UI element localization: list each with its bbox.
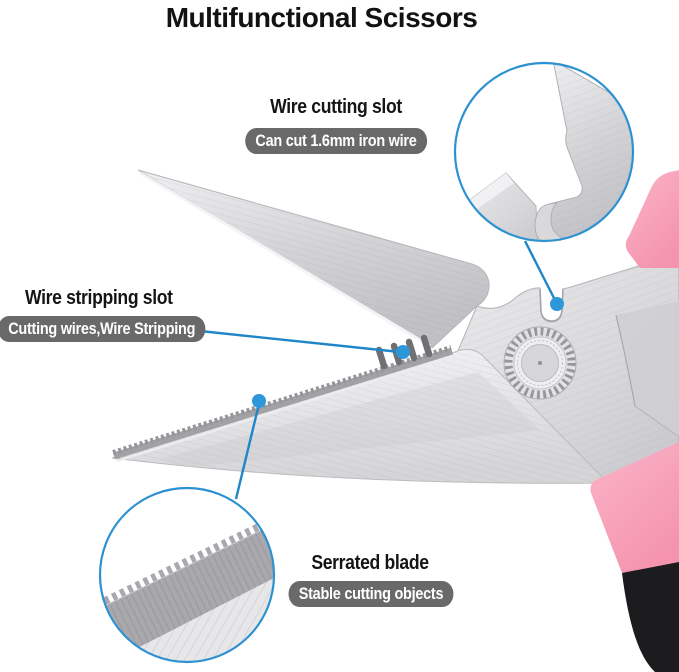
leader-line-wire-cutting <box>523 240 558 303</box>
zoom-serration-teeth <box>100 519 269 609</box>
serrated-heading: Serrated blade <box>311 552 429 574</box>
serrated-pill: Stable cutting objects <box>288 581 454 607</box>
wire-stripping-pill: Cutting wires,Wire Stripping <box>0 316 206 342</box>
wire-stripping-heading: Wire stripping slot <box>25 287 173 309</box>
wire-cutting-pill: Can cut 1.6mm iron wire <box>245 128 427 154</box>
lower-handle-pink <box>590 442 679 573</box>
upper-handle-pink <box>625 170 679 268</box>
pivot-screw <box>503 326 577 400</box>
handle-hole-bevel <box>616 301 679 437</box>
wire-cutting-slot <box>539 288 564 322</box>
leader-line-serrated <box>234 403 261 500</box>
top-blade <box>137 169 490 349</box>
zoom-slot-tab <box>534 202 563 241</box>
serrated-edge <box>112 347 454 460</box>
leader-dots <box>252 297 564 408</box>
leader-line-wire-stripping <box>199 329 401 354</box>
serration-teeth <box>112 345 452 455</box>
top-blade-cutting-edge <box>139 171 431 348</box>
leader-dot-wire-stripping <box>396 345 410 359</box>
handle-black-tip <box>622 562 679 672</box>
page-title: Multifunctional Scissors <box>165 2 478 33</box>
leader-dot-wire-cutting <box>550 297 564 311</box>
zoom-circle-serrated-blade <box>98 486 276 664</box>
leader-dot-serrated <box>252 394 266 408</box>
wire-cutting-heading: Wire cutting slot <box>270 96 402 118</box>
leader-lines <box>199 240 558 500</box>
lower-blade <box>111 334 610 484</box>
